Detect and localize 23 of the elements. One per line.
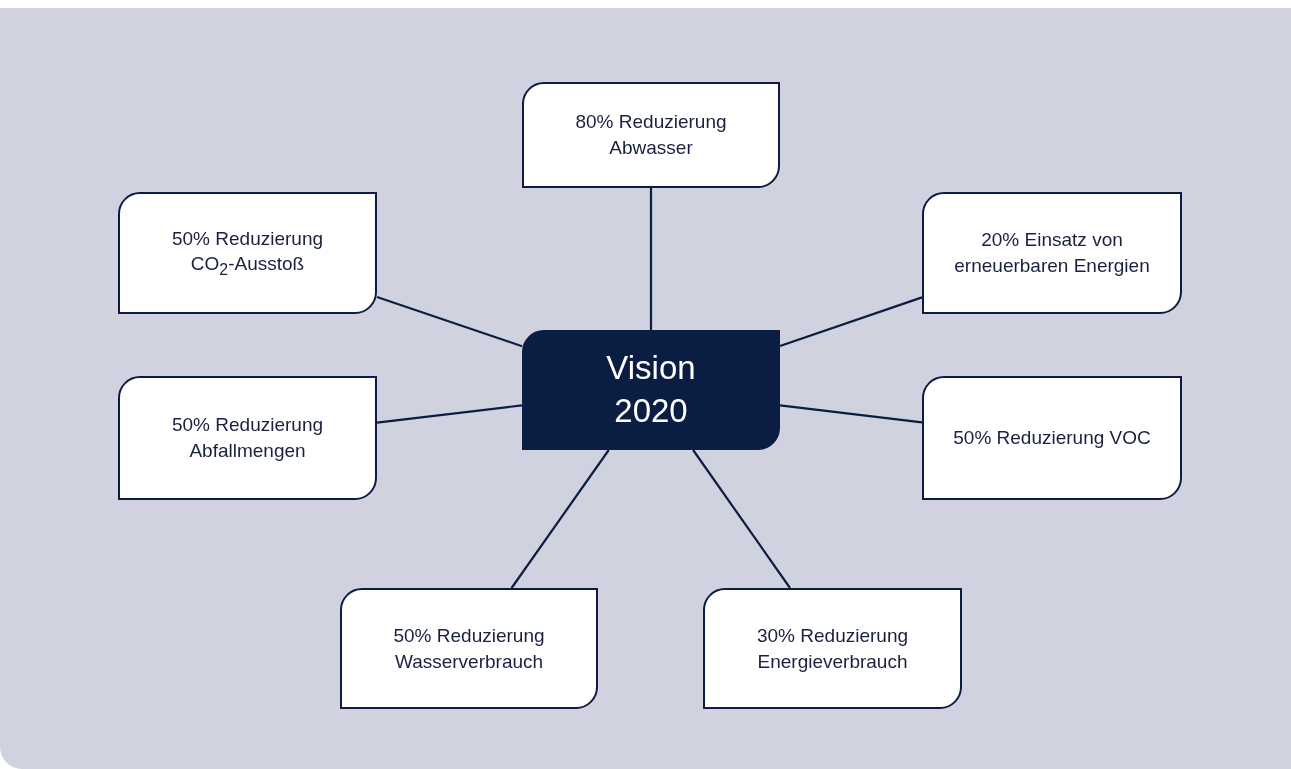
goal-text: 50% Reduzierung Abfallmengen bbox=[170, 413, 324, 463]
goal-text: 20% Einsatz von erneuerbaren Energien bbox=[953, 228, 1151, 278]
connector-line bbox=[779, 296, 923, 347]
connector-line bbox=[510, 449, 610, 589]
goal-box bbox=[340, 588, 598, 709]
goal-box bbox=[118, 192, 377, 314]
connector-line bbox=[692, 449, 791, 589]
center-title: Vision 2020 bbox=[605, 348, 697, 431]
goal-text: 50% Reduzierung Wasserverbrauch bbox=[392, 623, 546, 674]
center-box bbox=[522, 330, 780, 450]
goal-text: 80% Reduzierung Abwasser bbox=[574, 110, 728, 160]
connector-line bbox=[376, 404, 523, 424]
connector-line bbox=[376, 295, 523, 348]
connector-line bbox=[649, 188, 653, 330]
goal-text: 50% Reduzierung CO$_{2}$-Ausstoß bbox=[170, 226, 324, 281]
goal-text: 50% Reduzierung VOC bbox=[952, 426, 1152, 451]
goal-box bbox=[922, 192, 1182, 314]
goal-box bbox=[922, 376, 1182, 500]
connector-line bbox=[779, 404, 923, 424]
goal-text: 30% Reduzierung Energieverbrauch bbox=[755, 623, 909, 674]
goal-box bbox=[522, 82, 780, 188]
goal-box bbox=[703, 588, 962, 709]
goal-box bbox=[118, 376, 377, 500]
